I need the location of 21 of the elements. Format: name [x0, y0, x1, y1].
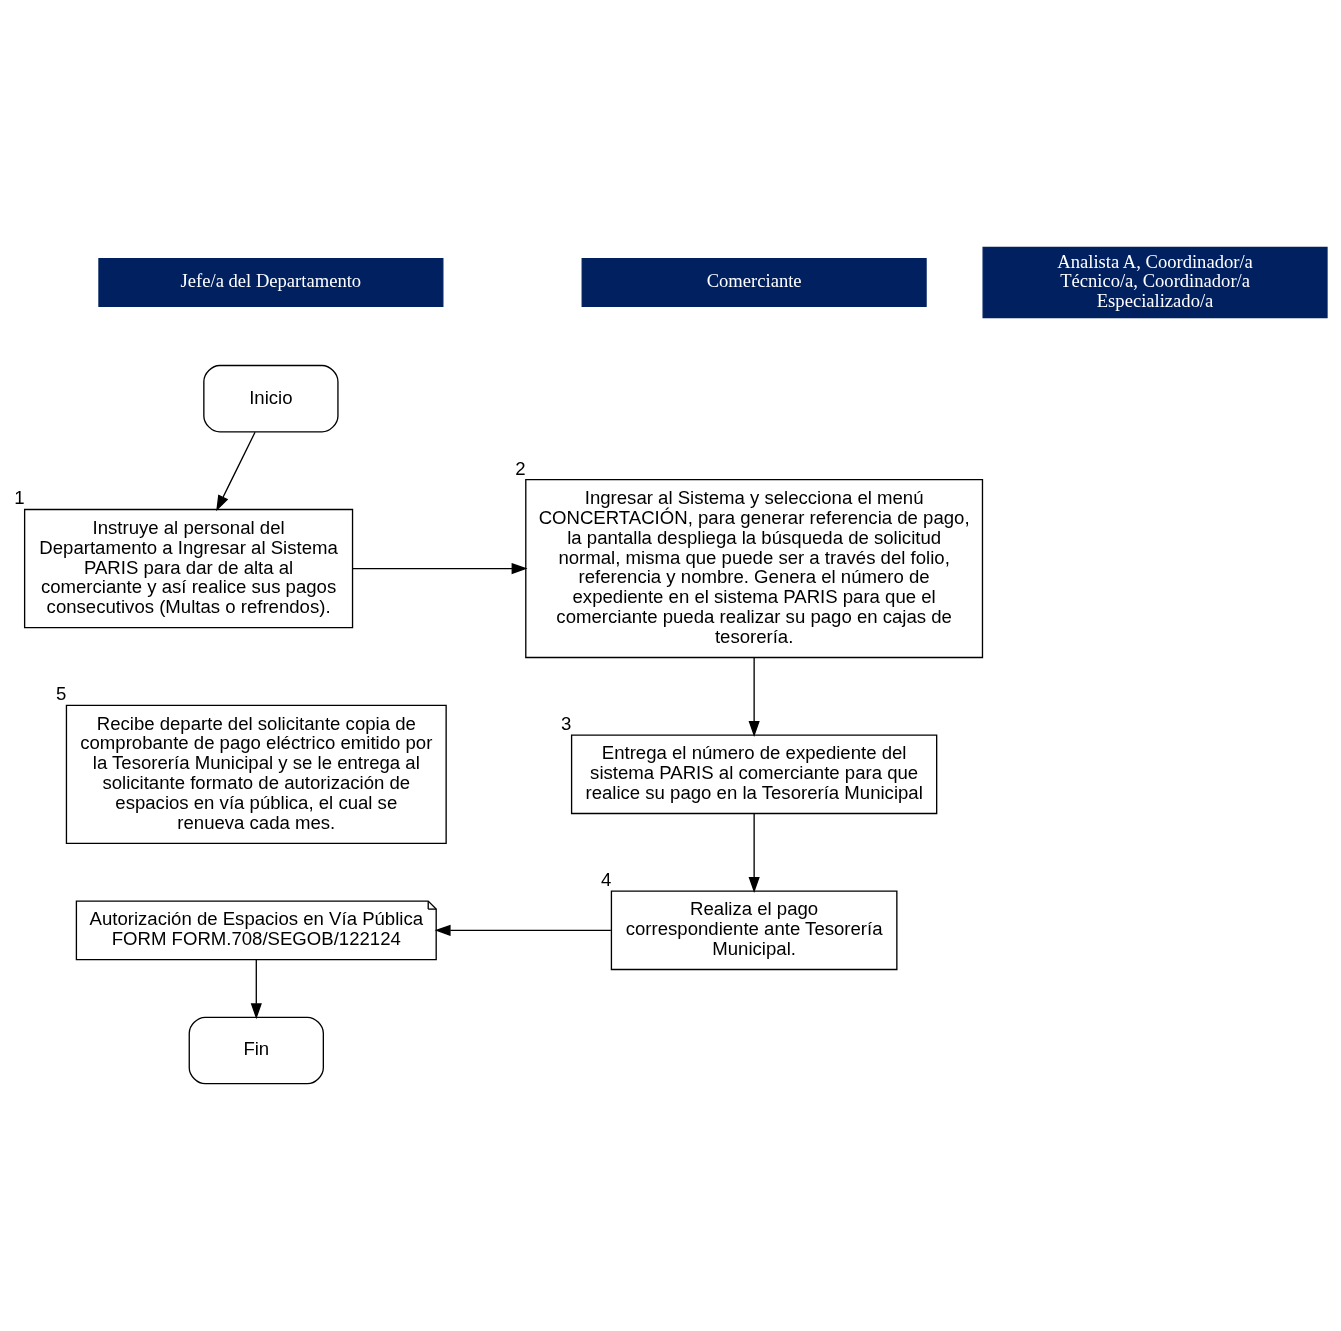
node-label: 4 [600, 869, 612, 891]
node-label: 5 [55, 683, 67, 705]
node-box: Recibe departe del solicitante copia de comprobante de pago eléctrico emitido por la Tesorería Municipal y se le entrega al solicitante formato de autorización de espacios en vía pública, el cual se renueva cada mes. [65, 704, 447, 845]
node-label: 2 [515, 457, 526, 479]
node-box: Ingresar al Sistema y selecciona el menú CONCERTACIÓN, para generar referencia de pago, la pantalla despliega la búsqueda de solicitud normal, misma que puede ser a través del folio, referencia y nombre. Genera el número de expediente en el sistema PARIS para que el comerciante pueda realizar su pago en cajas de tesorería. [525, 478, 984, 659]
arrow [250, 959, 262, 1020]
arrow [351, 563, 528, 575]
node-box: Inicio [203, 364, 339, 433]
node-box: Realiza el pago correspondiente ante Tesorería Municipal. [610, 890, 898, 971]
arrow [434, 924, 612, 936]
arrow [748, 812, 760, 894]
node-box: Jefe/a del Departamento [98, 257, 444, 308]
node-label: 3 [561, 713, 572, 735]
arrow [748, 657, 760, 737]
node-box: Fin [188, 1016, 324, 1085]
node-label: 1 [14, 487, 25, 509]
node-box: Comerciante [581, 257, 927, 308]
node-box: Analista A, Coordinador/a Técnico/a, Coordinador/a Especializado/a [982, 246, 1328, 319]
node-box: Entrega el número de expediente del sistema PARIS al comerciante para que realice su pago en la Tesorería Municipal [570, 734, 938, 815]
node-box: Instruye al personal del Departamento a Ingresar al Sistema PARIS para dar de alta al comerciante y así realice sus pagos consecutivos (Multas o refrendos). [23, 508, 354, 629]
arrow [216, 431, 256, 512]
